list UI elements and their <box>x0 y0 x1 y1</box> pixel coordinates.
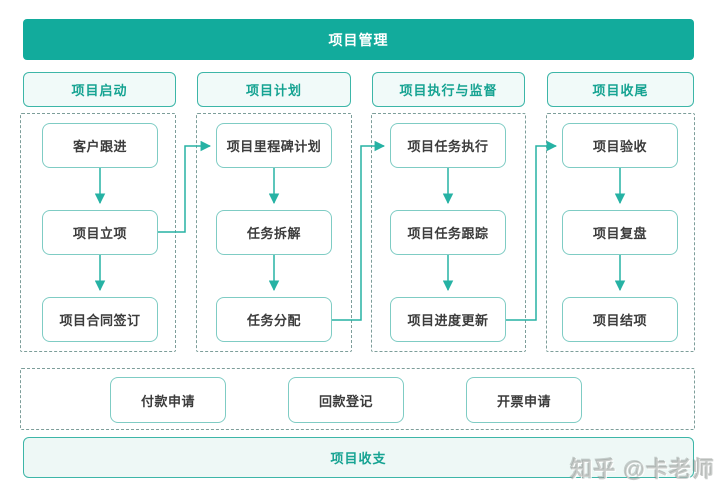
phase-header-planning: 项目计划 <box>197 72 351 107</box>
main-title: 项目管理 <box>328 31 389 48</box>
node-task-execution: 项目任务执行 <box>390 123 506 168</box>
node-label: 项目验收 <box>592 139 647 154</box>
node-payment-request: 付款申请 <box>110 377 226 423</box>
node-project-acceptance: 项目验收 <box>562 123 678 168</box>
node-project-approval: 项目立项 <box>42 210 158 255</box>
node-project-closure: 项目结项 <box>562 297 678 342</box>
node-label: 项目里程碑计划 <box>226 139 322 154</box>
phase-header-closing: 项目收尾 <box>547 72 694 107</box>
node-label: 项目立项 <box>72 226 127 241</box>
phase-header-initiation: 项目启动 <box>23 72 176 107</box>
node-contract-signing: 项目合同签订 <box>42 297 158 342</box>
node-payment-received: 回款登记 <box>288 377 404 423</box>
node-milestone-plan: 项目里程碑计划 <box>216 123 332 168</box>
zhihu-watermark: 知乎 @卡老师 <box>570 457 715 482</box>
node-invoice-request: 开票申请 <box>466 377 582 423</box>
finance-banner-label: 项目收支 <box>330 451 387 466</box>
node-label: 客户跟进 <box>72 139 127 154</box>
node-label: 项目进度更新 <box>407 313 489 328</box>
node-label: 任务拆解 <box>246 226 301 241</box>
phase-header-label: 项目计划 <box>245 83 302 98</box>
finance-banner: 项目收支 <box>23 437 694 478</box>
node-label: 项目任务跟踪 <box>407 226 489 241</box>
main-title-banner: 项目管理 <box>23 19 694 60</box>
node-task-assignment: 任务分配 <box>216 297 332 342</box>
phase-header-label: 项目收尾 <box>592 83 649 98</box>
node-customer-followup: 客户跟进 <box>42 123 158 168</box>
node-label: 任务分配 <box>246 313 301 328</box>
phase-header-label: 项目启动 <box>71 83 128 98</box>
node-label: 项目复盘 <box>592 226 647 241</box>
node-label: 回款登记 <box>318 393 373 409</box>
phase-header-label: 项目执行与监督 <box>399 83 498 98</box>
node-task-tracking: 项目任务跟踪 <box>390 210 506 255</box>
node-label: 项目合同签订 <box>59 313 141 328</box>
node-progress-update: 项目进度更新 <box>390 297 506 342</box>
node-label: 付款申请 <box>140 393 195 409</box>
node-label: 项目结项 <box>592 313 647 328</box>
node-project-review: 项目复盘 <box>562 210 678 255</box>
node-label: 项目任务执行 <box>407 139 489 154</box>
finance-container <box>20 368 695 430</box>
node-task-breakdown: 任务拆解 <box>216 210 332 255</box>
phase-header-execution: 项目执行与监督 <box>372 72 525 107</box>
node-label: 开票申请 <box>496 393 551 409</box>
